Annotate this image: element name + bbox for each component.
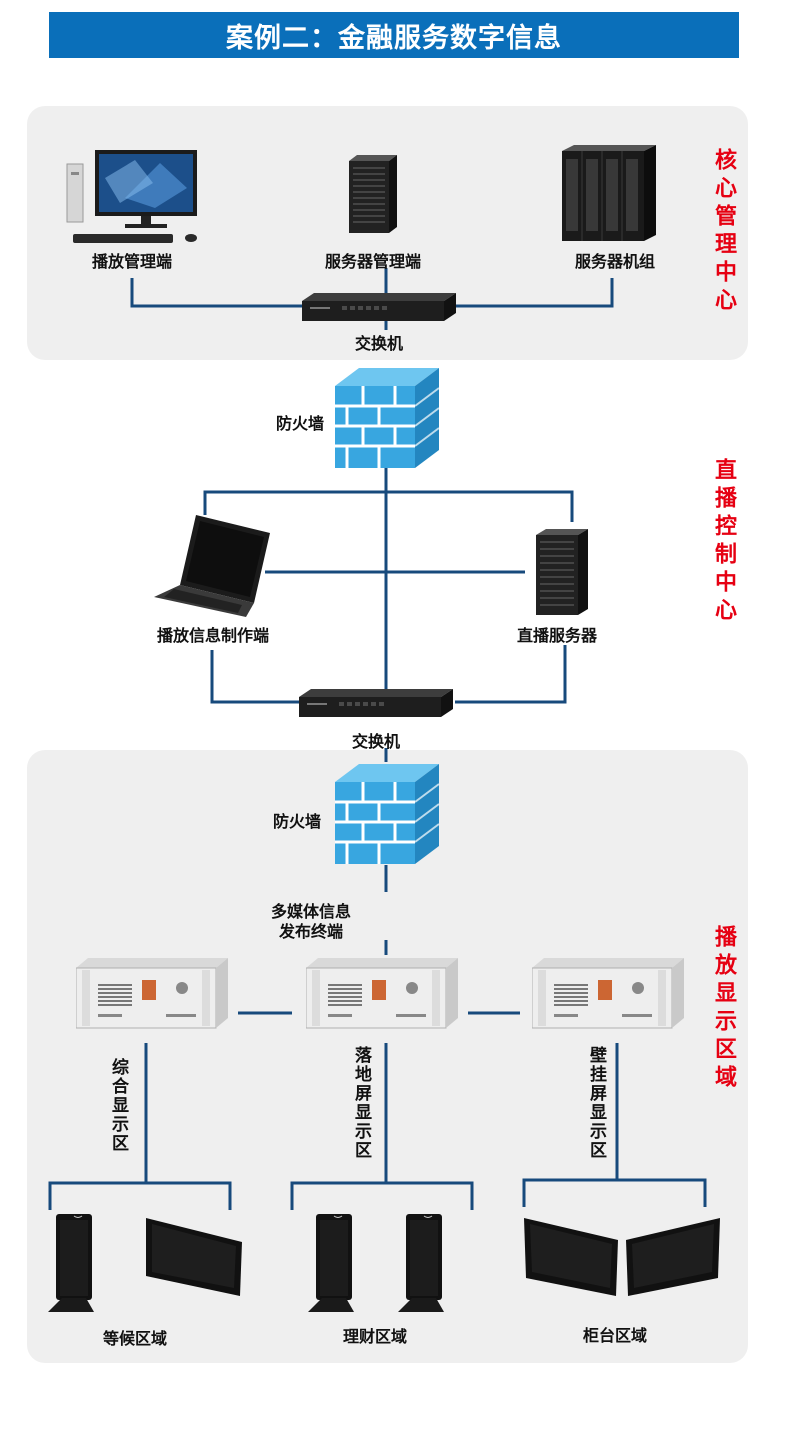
area-finance-label: 理财区域 — [342, 1327, 407, 1346]
industrial-pc-icon — [531, 958, 684, 1030]
authoring-label: 播放信息制作端 — [156, 626, 269, 645]
firewall-1-label: 防火墙 — [275, 414, 324, 433]
publisher-label-line2: 发布终端 — [278, 922, 343, 941]
zone-core-label: 核心管理中心 — [711, 148, 736, 316]
server-cluster-label: 服务器机组 — [574, 252, 655, 271]
live-server-icon — [532, 527, 592, 617]
monitor-icon — [624, 1216, 722, 1298]
network-switch-icon — [302, 293, 456, 323]
industrial-pc-icon — [305, 958, 458, 1030]
industrial-pc-icon — [75, 958, 228, 1030]
desktop-pc-icon — [65, 148, 205, 248]
floor-kiosk-icon — [44, 1212, 100, 1316]
branch-left-label: 综合显示区 — [108, 1058, 128, 1153]
monitor-icon — [144, 1216, 244, 1298]
firewall-2-label: 防火墙 — [272, 812, 321, 831]
zone-display-label: 播放显示区域 — [711, 925, 736, 1093]
floor-kiosk-icon — [306, 1212, 362, 1316]
branch-mid-label: 落地屏显示区 — [351, 1046, 371, 1160]
live-switch-label: 交换机 — [351, 732, 400, 751]
live-server-label: 直播服务器 — [516, 626, 597, 645]
firewall-icon — [333, 366, 441, 470]
publisher-label-line1: 多媒体信息 — [270, 902, 351, 921]
area-counter-label: 柜台区域 — [582, 1326, 647, 1345]
branch-right-label: 壁挂屏显示区 — [586, 1046, 606, 1160]
core-switch-label: 交换机 — [354, 334, 403, 353]
firewall-icon — [333, 762, 441, 866]
monitor-icon — [522, 1216, 620, 1298]
zone-live-label: 直播控制中心 — [711, 458, 736, 626]
playback-mgmt-label: 播放管理端 — [91, 252, 172, 271]
title-banner: 案例二：金融服务数字信息 — [49, 12, 739, 58]
server-cluster-icon — [560, 143, 660, 243]
laptop-icon — [150, 513, 272, 619]
floor-kiosk-icon — [396, 1212, 452, 1316]
server-tower-icon — [345, 153, 401, 235]
server-mgmt-label: 服务器管理端 — [324, 252, 421, 271]
area-waiting-label: 等候区域 — [102, 1329, 167, 1348]
network-switch-icon — [299, 689, 453, 719]
